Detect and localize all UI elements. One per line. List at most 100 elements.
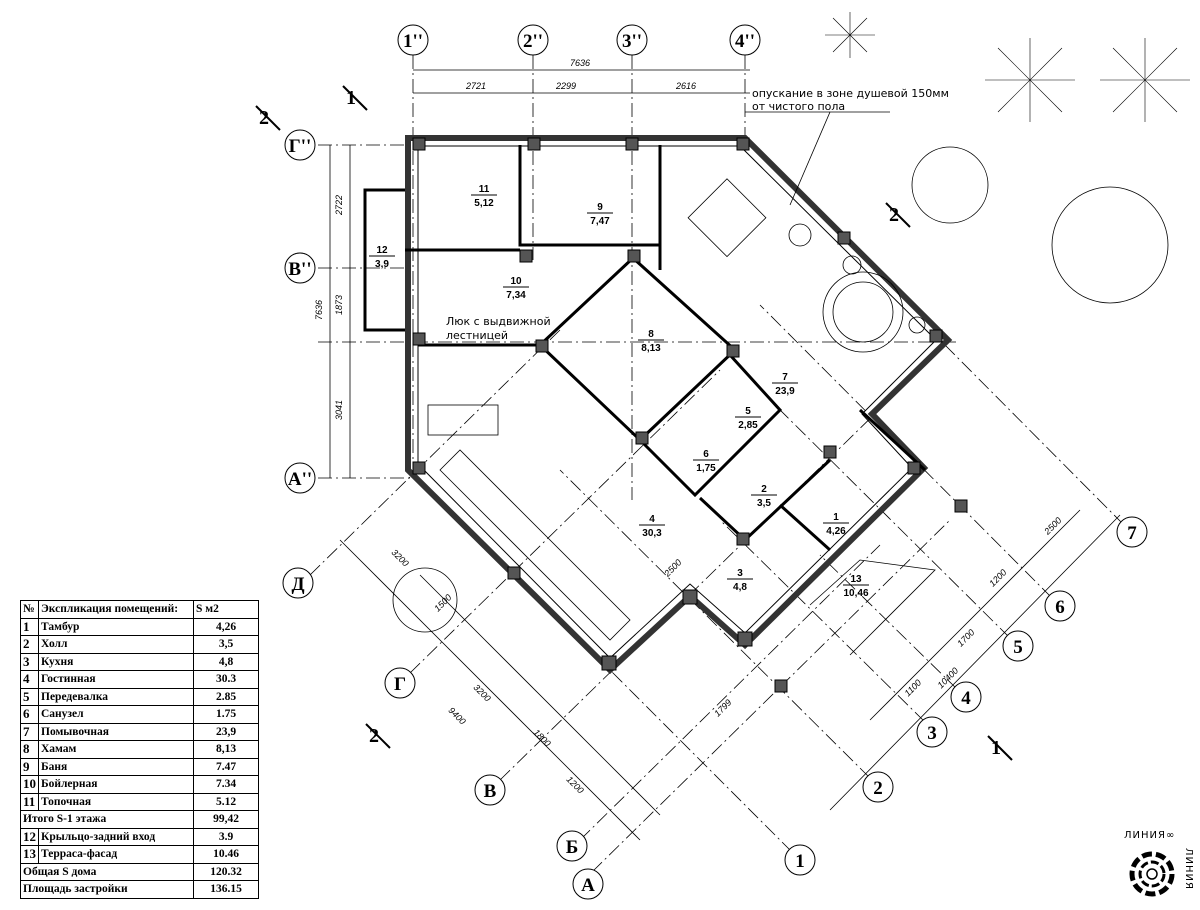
cell-name: Помывочная xyxy=(38,722,194,741)
axis-bubble-left-label: Г'' xyxy=(289,136,312,157)
axis-bubble-number: 3 xyxy=(916,716,948,748)
axis-bubble-letter: Д xyxy=(282,567,314,599)
room-label: 52,85 xyxy=(735,406,761,431)
cell-name: Топочная xyxy=(38,792,194,811)
room-area: 3,5 xyxy=(757,498,771,509)
axis-bubble-number: 6 xyxy=(1044,590,1076,622)
room-label: 97,47 xyxy=(587,202,613,227)
cell-num: 1 xyxy=(20,617,39,636)
axis-bubble-top: 1'' xyxy=(397,24,429,56)
cell-num: 8 xyxy=(20,740,39,759)
cell-name: Гостинная xyxy=(38,670,194,689)
room-number: 9 xyxy=(597,202,603,213)
axis-bubble-number-label: 1 xyxy=(795,851,805,872)
axis-bubble-top-label: 2'' xyxy=(523,31,543,52)
axis-bubble-top: 3'' xyxy=(616,24,648,56)
cell-num: 2 xyxy=(20,635,39,654)
hatch-note-line2: лестницей xyxy=(446,329,508,342)
logo-text: ЛИНИЯ∞ xyxy=(1124,830,1176,841)
cell-num: 3 xyxy=(20,652,39,671)
dimension-diagonal: 1200 xyxy=(565,774,586,795)
dimension-diagonal: 9400 xyxy=(447,705,468,726)
logo-text-vertical: ЛИНИЯ xyxy=(1183,848,1194,890)
dimension-diagonal: 1700 xyxy=(955,627,976,648)
cell-num: 12 xyxy=(20,827,39,846)
room-area: 8,13 xyxy=(641,343,661,354)
axis-bubble-number: 1 xyxy=(784,844,816,876)
cell-val: 23,9 xyxy=(193,722,259,741)
room-area: 7,47 xyxy=(590,216,610,227)
cell-name: Баня xyxy=(38,757,194,776)
spiral-logo-icon xyxy=(1129,851,1175,897)
dimension-diagonal: 1500 xyxy=(432,592,453,613)
room-label: 61,75 xyxy=(693,449,719,474)
cell-name: Тамбур xyxy=(38,617,194,636)
section-cut-line xyxy=(365,723,391,749)
cell-num: 6 xyxy=(20,705,39,724)
cell-name: Крыльцо-задний вход xyxy=(38,827,194,846)
columns xyxy=(412,137,968,693)
hatch-note-line1: Люк с выдвижной xyxy=(446,315,551,328)
cell-num: 13 xyxy=(20,845,39,864)
porch-walls xyxy=(363,188,405,332)
room-area: 2,85 xyxy=(738,420,758,431)
shrub-icon xyxy=(825,12,1190,122)
dimension-left: 1873 xyxy=(334,295,344,315)
cell-name: Терраса-фасад xyxy=(38,845,194,864)
cell-val: 30.3 xyxy=(193,670,259,689)
section-mark: 1 xyxy=(346,87,356,109)
axis-bubble-letter: А xyxy=(572,868,604,900)
room-area: 10,46 xyxy=(843,588,868,599)
col-area: S м2 xyxy=(193,600,259,619)
axis-bubble-letter-label: Д xyxy=(291,574,304,595)
room-area: 3,9 xyxy=(375,259,389,270)
dimension-diagonal: 1799 xyxy=(712,697,733,718)
cell-val: 1.75 xyxy=(193,705,259,724)
cell-num: 11 xyxy=(20,792,39,811)
axis-bubble-top-label: 1'' xyxy=(403,31,423,52)
room-number: 6 xyxy=(703,449,709,460)
axis-bubble-number-label: 7 xyxy=(1127,523,1137,544)
axis-bubble-left-label: В'' xyxy=(288,259,311,280)
cell-name: Холл xyxy=(38,635,194,654)
section-cut-line xyxy=(987,735,1013,761)
tree-icons xyxy=(392,12,1190,633)
axis-bubble-number-label: 3 xyxy=(927,723,937,744)
cell-val: 99,42 xyxy=(193,810,259,829)
room-number: 12 xyxy=(376,245,388,256)
shower-note-line2: от чистого пола xyxy=(752,100,845,113)
room-number: 8 xyxy=(648,329,654,340)
cell-num: 10 xyxy=(20,775,39,794)
room-label: 14,26 xyxy=(823,512,849,537)
dimension-left: 3041 xyxy=(334,400,344,420)
cell-num: 5 xyxy=(20,687,39,706)
dimension-diagonal: 2500 xyxy=(662,557,684,579)
room-number: 2 xyxy=(761,484,767,495)
section-cut-line xyxy=(885,202,911,228)
cell-val: 3,5 xyxy=(193,635,259,654)
dimension-diagonal: 1200 xyxy=(987,567,1008,588)
axis-bubble-letter-label: Б xyxy=(566,837,579,858)
axis-bubble-number-label: 4 xyxy=(961,688,971,709)
axis-bubble-number: 4 xyxy=(950,681,982,713)
room-area: 7,34 xyxy=(506,290,526,301)
cell-name: Общая S дома xyxy=(20,862,194,881)
axis-bubble-number: 7 xyxy=(1116,516,1148,548)
cell-val: 8,13 xyxy=(193,740,259,759)
cell-val: 4,26 xyxy=(193,617,259,636)
company-logo: ЛИНИЯ∞ ЛИНИЯ xyxy=(1122,828,1194,900)
section-cut-line xyxy=(342,85,368,111)
room-area: 4,26 xyxy=(826,526,846,537)
dimension-left: 7636 xyxy=(314,300,324,320)
room-area: 23,9 xyxy=(775,386,795,397)
